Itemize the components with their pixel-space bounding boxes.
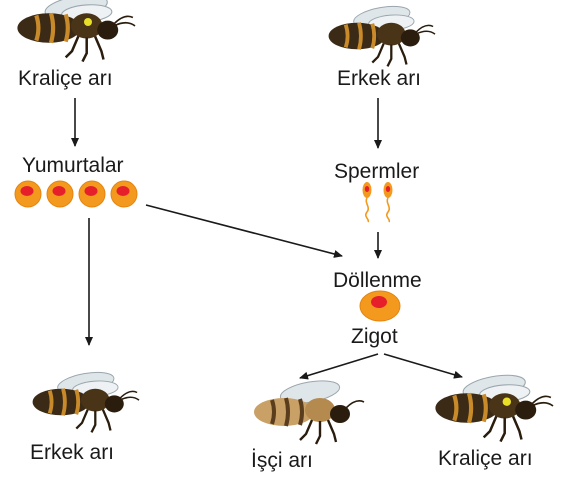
zygote-label: Zigot — [351, 326, 398, 347]
sperm-label: Spermler — [334, 161, 419, 182]
egg-icon — [15, 181, 41, 207]
arrow-eggs-to-fertilization — [146, 205, 342, 256]
egg-icon — [79, 181, 105, 207]
queen-bee-top-label: Kraliçe arı — [18, 68, 113, 89]
arrow-zygote-to-queen — [384, 354, 462, 377]
worker-bee-label: İşçi arı — [251, 450, 313, 471]
queen-bee-top-icon — [17, 0, 135, 62]
zygote-icon — [360, 291, 400, 321]
drone-bee-bottom-label: Erkek arı — [30, 442, 114, 463]
sperm-icon — [363, 182, 372, 222]
arrow-zygote-to-worker — [300, 354, 378, 378]
queen-bee-bottom-label: Kraliçe arı — [438, 448, 533, 469]
egg-icon — [111, 181, 137, 207]
queen-bee-bottom-icon — [435, 371, 553, 441]
fertilization-label: Döllenme — [333, 270, 422, 291]
sperm-icon — [384, 182, 393, 222]
drone-bee-top-icon — [329, 3, 435, 67]
eggs-label: Yumurtalar — [22, 155, 124, 176]
worker-bee-icon — [254, 377, 364, 444]
drone-bee-bottom-icon — [33, 369, 139, 433]
drone-bee-top-label: Erkek arı — [337, 68, 421, 89]
egg-icon — [47, 181, 73, 207]
queen-mark-icon — [84, 18, 92, 26]
